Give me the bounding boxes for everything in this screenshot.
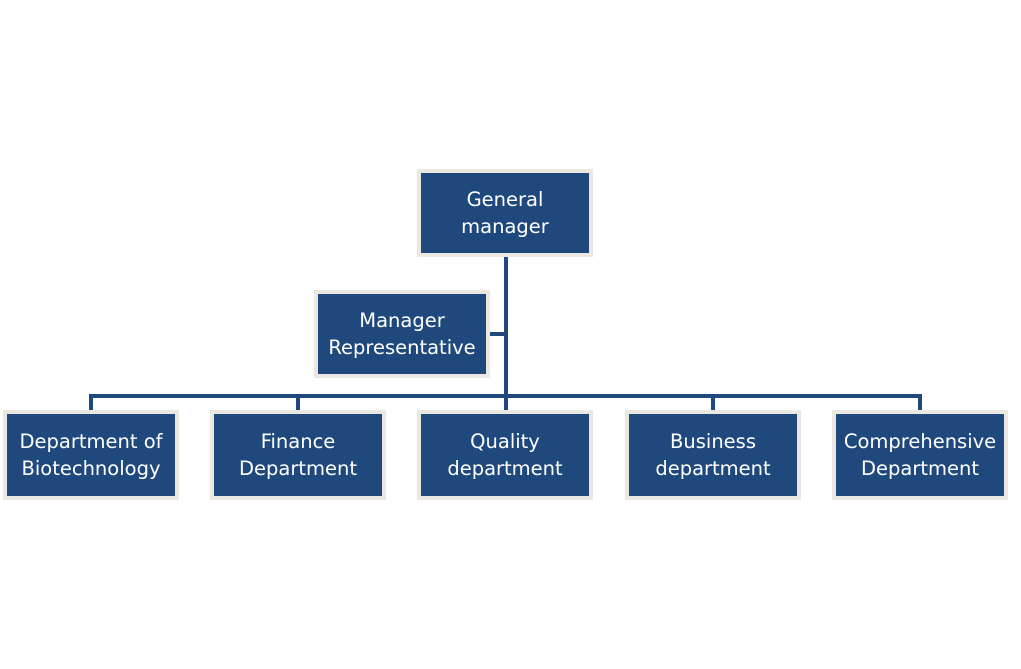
finance-department-line-1: Finance <box>260 430 336 453</box>
comprehensive-department-line-1: Comprehensive <box>843 430 997 453</box>
business-department-line-1: Business <box>670 430 756 453</box>
comprehensive-department-line-2: Department <box>861 457 979 480</box>
general-manager-line-1: General <box>466 188 544 211</box>
comprehensive-department-box: Comprehensive Department <box>832 410 1008 500</box>
quality-department-line-2: department <box>447 457 563 480</box>
business-department-line-2: department <box>655 457 771 480</box>
quality-department-line-1: Quality <box>470 430 540 453</box>
quality-department-box: Quality department <box>417 410 593 500</box>
business-department-box: Business department <box>625 410 801 500</box>
department-biotechnology-line-2: Biotechnology <box>21 457 161 480</box>
finance-department-box: Finance Department <box>210 410 386 500</box>
general-manager-box: General manager <box>417 169 593 257</box>
department-biotechnology-line-1: Department of <box>19 430 163 453</box>
department-biotechnology-box: Department of Biotechnology <box>3 410 179 500</box>
general-manager-line-2: manager <box>461 215 549 238</box>
manager-representative-box: Manager Representative <box>314 290 490 378</box>
manager-representative-line-2: Representative <box>328 336 476 359</box>
manager-representative-line-1: Manager <box>359 309 445 332</box>
finance-department-line-2: Department <box>239 457 357 480</box>
